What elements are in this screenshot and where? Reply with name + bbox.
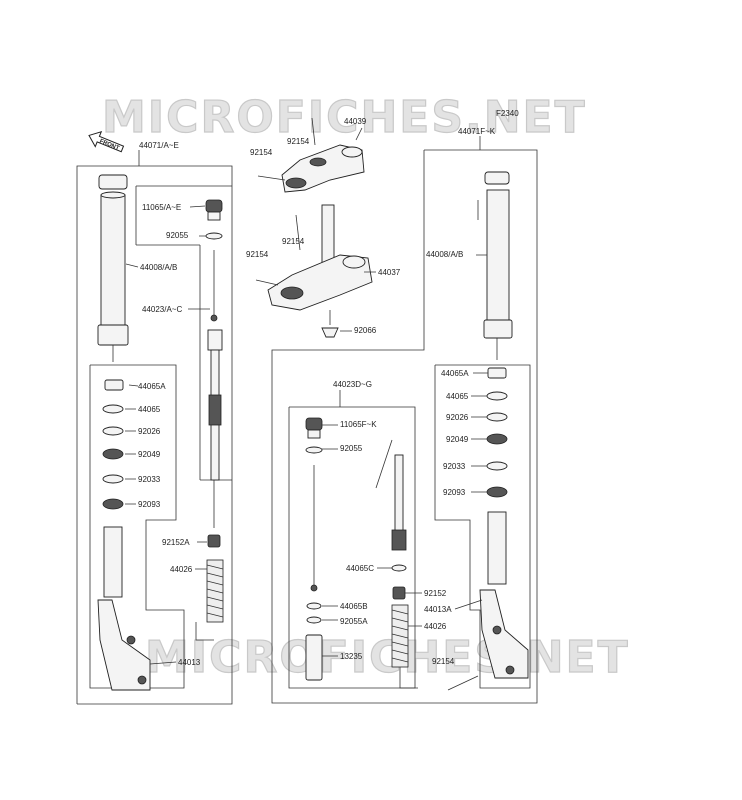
label-44008ab-right: 44008/A/B (426, 250, 463, 259)
fork-cap-mid (305, 417, 323, 439)
seal-92066 (321, 327, 339, 338)
oring-92055-mid (305, 446, 323, 454)
bushing-44065-right (486, 391, 508, 401)
label-92154-e: 92154 (432, 657, 455, 666)
label-11065fk: 11065F~K (340, 420, 377, 429)
left-fork-assembly: 44071/A~E 11065/A~E 92055 44008/A/B 4402… (76, 141, 233, 705)
bushing-44065c (391, 564, 407, 572)
dust-seal-92093-right (486, 486, 508, 498)
label-44026-left: 44026 (170, 565, 193, 574)
label-92154-b: 92154 (250, 148, 273, 157)
label-92049-left: 92049 (138, 450, 161, 459)
inner-tube-right (479, 511, 529, 679)
label-92093-left: 92093 (138, 500, 161, 509)
label-44065a-right: 44065A (441, 369, 469, 378)
nut-92152 (392, 586, 406, 600)
watermark-top: MICROFICHES.NET (102, 92, 587, 143)
outer-tube-left (97, 174, 129, 346)
watermark-bottom: MICROFICHES.NET (145, 632, 630, 683)
label-44065-left: 44065 (138, 405, 161, 414)
label-44037: 44037 (378, 268, 401, 277)
nut-92152a (207, 534, 221, 548)
oil-seal-92049-right (486, 433, 508, 445)
label-44071fk: 44071F~K (458, 127, 496, 136)
label-44013a: 44013A (424, 605, 452, 614)
piston-44065b (306, 602, 322, 610)
figure-code: F2340 (496, 109, 519, 118)
right-fork-assembly: 44071F~K 44008/A/B 44065A 44065 92026 92… (271, 127, 538, 704)
label-44065a-left: 44065A (138, 382, 166, 391)
label-44039: 44039 (344, 117, 367, 126)
oil-seal-92049-left (102, 448, 124, 460)
oring-92055a (306, 616, 322, 624)
label-92066: 92066 (354, 326, 377, 335)
label-44023dg: 44023D~G (333, 380, 372, 389)
label-44071ae: 44071/A~E (139, 141, 179, 150)
label-92049-right: 92049 (446, 435, 469, 444)
label-92055a: 92055A (340, 617, 368, 626)
triple-clamps: 44039 92154 92154 92154 92154 44037 9206… (246, 117, 401, 338)
bushing-44065-left (102, 404, 124, 414)
label-92026-right: 92026 (446, 413, 469, 422)
label-44013: 44013 (178, 658, 201, 667)
label-92033-right: 92033 (443, 462, 466, 471)
inner-tube-left (97, 526, 151, 691)
label-92154-c: 92154 (282, 237, 305, 246)
label-44065c: 44065C (346, 564, 374, 573)
label-92154-a: 92154 (287, 137, 310, 146)
label-92154-d: 92154 (246, 250, 269, 259)
spring-44026-mid (391, 604, 409, 668)
label-44065b: 44065B (340, 602, 368, 611)
spring-44026-left (206, 559, 224, 623)
upper-triple-clamp (281, 144, 365, 193)
label-92033-left: 92033 (138, 475, 161, 484)
label-44065-right: 44065 (446, 392, 469, 401)
bushing-44065a-right (487, 367, 507, 379)
label-44026-mid: 44026 (424, 622, 447, 631)
label-92152a: 92152A (162, 538, 190, 547)
damper-cartridge-left (207, 329, 223, 481)
label-92093-right: 92093 (443, 488, 466, 497)
label-44008ab-left: 44008/A/B (140, 263, 177, 272)
lower-triple-clamp (267, 204, 373, 311)
outer-tube-right (483, 171, 513, 339)
fork-cap-left (205, 199, 223, 221)
label-92055-mid: 92055 (340, 444, 363, 453)
washer-92026-right (486, 412, 508, 422)
label-92055-left: 92055 (166, 231, 189, 240)
label-92026-left: 92026 (138, 427, 161, 436)
label-44023ac: 44023/A~C (142, 305, 182, 314)
dust-seal-92093-left (102, 498, 124, 510)
label-92152: 92152 (424, 589, 447, 598)
oring-92055-left (205, 232, 223, 240)
label-11065ae: 11065/A~E (142, 203, 181, 212)
collar-13235 (305, 634, 323, 681)
circlip-92033-right (486, 461, 508, 471)
bushing-44065a-left (104, 379, 124, 391)
washer-92026-left (102, 426, 124, 436)
circlip-92033-left (102, 474, 124, 484)
label-13235: 13235 (340, 652, 363, 661)
damper-cartridge-mid (391, 454, 407, 551)
